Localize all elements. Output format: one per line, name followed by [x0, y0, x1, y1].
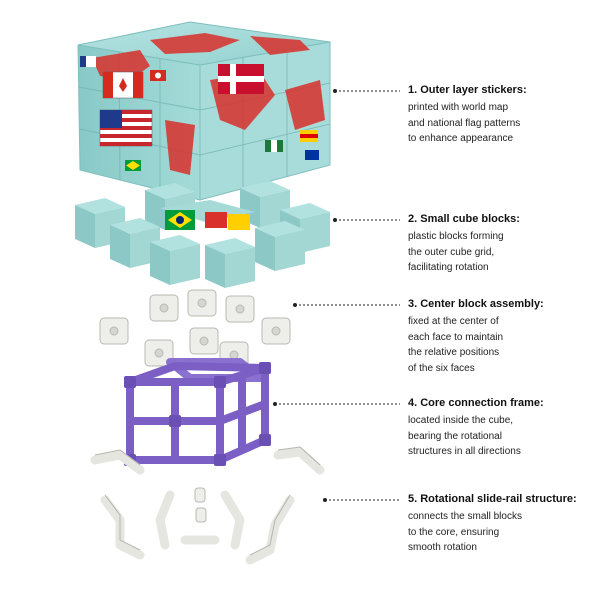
outer-sticker-cube [77, 21, 331, 201]
small-flag-stickers [80, 56, 319, 171]
callout-center-assembly: 3. Center block assembly: fixed at the c… [408, 297, 593, 376]
callout-core-frame: 4. Core connection frame: located inside… [408, 396, 593, 460]
callout-title: 1. Outer layer stickers: [408, 84, 527, 96]
callout-small-blocks: 2. Small cube blocks: plastic blocks for… [408, 212, 593, 276]
block-row-middle [75, 198, 330, 271]
callout-title: 2. Small cube blocks: [408, 213, 520, 225]
callout-line: the relative positions [408, 347, 500, 358]
leader-dots [273, 89, 337, 502]
slide-rail-structure [90, 447, 325, 565]
callout-line: bearing the rotational [408, 430, 502, 442]
callout-line: located inside the cube, [408, 415, 514, 426]
core-connection-frame [126, 358, 269, 464]
callout-line: facilitating rotation [408, 262, 489, 273]
callout-description: connects the small blocks to the core, e… [408, 509, 593, 556]
callout-line: of the six faces [408, 362, 475, 374]
denmark-flag-sticker [218, 64, 264, 94]
leader-lines [275, 90, 400, 501]
canada-flag-sticker [102, 71, 144, 99]
usa-flag-sticker [99, 109, 153, 147]
callout-description: fixed at the center of each face to main… [408, 314, 593, 376]
callout-line: printed with world map [408, 102, 509, 113]
callout-line: smooth rotation [408, 542, 477, 553]
callout-line: to enhance appearance [408, 133, 514, 144]
callout-description: located inside the cube, bearing the rot… [408, 413, 593, 460]
callout-line: each face to maintain [408, 331, 504, 343]
callout-outer-stickers: 1. Outer layer stickers: printed with wo… [408, 83, 593, 147]
callout-title: 4. Core connection frame: [408, 397, 544, 409]
core-frame-joints [124, 362, 271, 466]
callout-line: structures in all directions [408, 446, 521, 457]
slide-rail-pins [194, 487, 207, 523]
callout-line: the outer cube grid, [408, 246, 495, 258]
center-block-assembly [99, 289, 291, 369]
small-cube-blocks [75, 181, 330, 288]
callout-description: plastic blocks forming the outer cube gr… [408, 229, 593, 276]
callout-line: to the core, ensuring [408, 526, 500, 538]
block-row-front [150, 235, 255, 288]
callout-line: fixed at the center of [408, 316, 499, 327]
callout-description: printed with world map and national flag… [408, 100, 593, 147]
callout-line: connects the small blocks [408, 511, 522, 522]
callout-title: 3. Center block assembly: [408, 298, 544, 310]
callout-slide-rail: 5. Rotational slide-rail structure: conn… [408, 492, 593, 556]
callout-line: plastic blocks forming [408, 231, 504, 242]
callout-title: 5. Rotational slide-rail structure: [408, 493, 577, 505]
slide-rail-outlines [94, 446, 321, 556]
callout-line: and national flag patterns [408, 117, 521, 129]
center-sticker-block [160, 200, 255, 230]
